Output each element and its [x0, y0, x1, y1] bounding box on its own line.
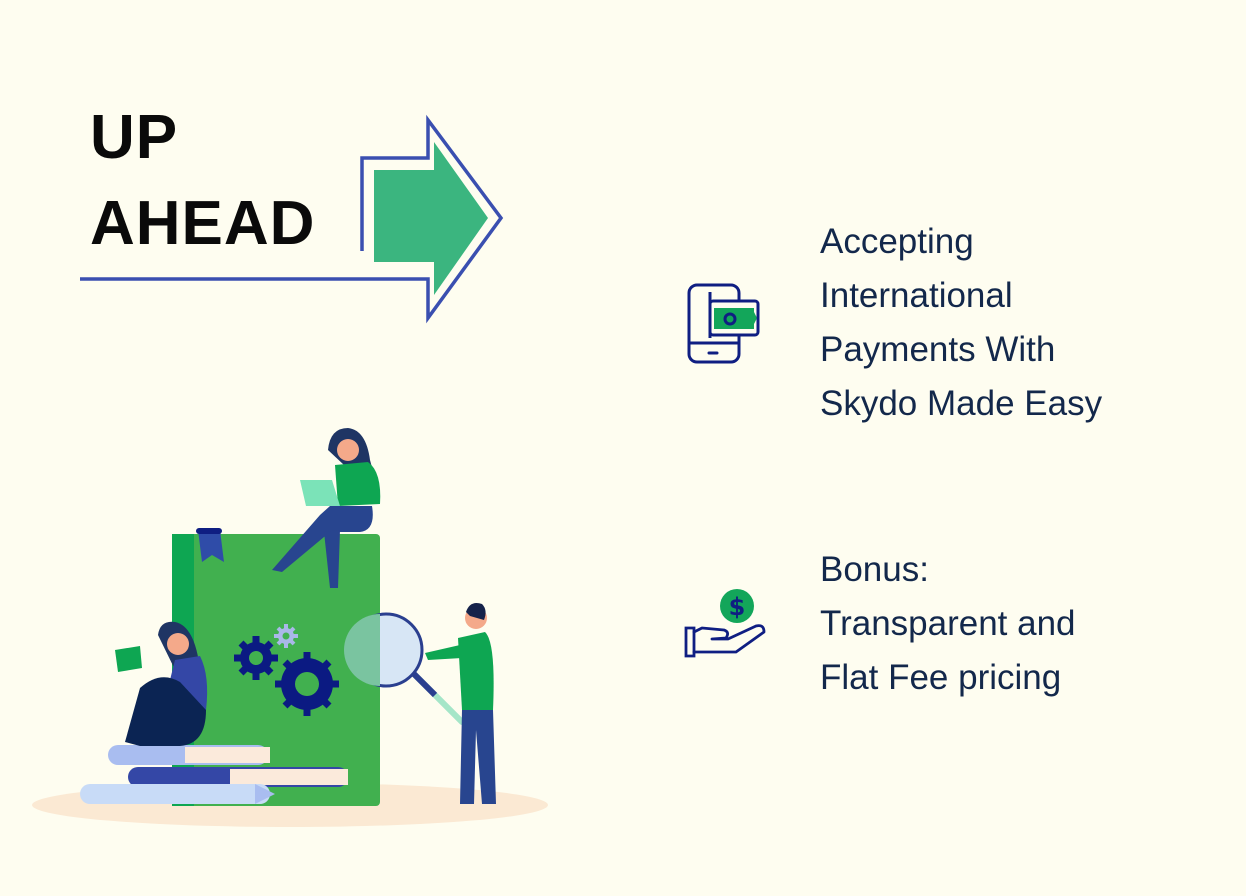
- title-line-1: UP: [90, 103, 179, 172]
- agenda-item-1-line: International: [820, 276, 1013, 315]
- agenda-item-1-text: Accepting International Payments With Sk…: [820, 215, 1102, 431]
- hand-dollar-coin-icon: $: [684, 589, 766, 658]
- title-line-2: AHEAD: [90, 189, 316, 258]
- gears-icon: [234, 636, 339, 716]
- people-with-book-illustration: [32, 428, 548, 827]
- agenda-item-1-line: Skydo Made Easy: [820, 384, 1103, 423]
- agenda-item-1-line: Payments With: [820, 330, 1056, 369]
- agenda-item-2-text: Bonus: Transparent and Flat Fee pricing: [820, 543, 1076, 705]
- svg-text:$: $: [729, 593, 746, 621]
- agenda-item-2-line: Transparent and: [820, 604, 1076, 643]
- big-book-icon: [172, 534, 380, 806]
- agenda-item-1-line: Accepting: [820, 222, 974, 261]
- agenda-item-2-line: Bonus:: [820, 550, 929, 589]
- agenda-item-2-line: Flat Fee pricing: [820, 658, 1062, 697]
- page-title: UP AHEAD: [90, 95, 315, 267]
- mobile-payment-icon: [687, 283, 760, 364]
- right-arrow-icon: [80, 114, 504, 324]
